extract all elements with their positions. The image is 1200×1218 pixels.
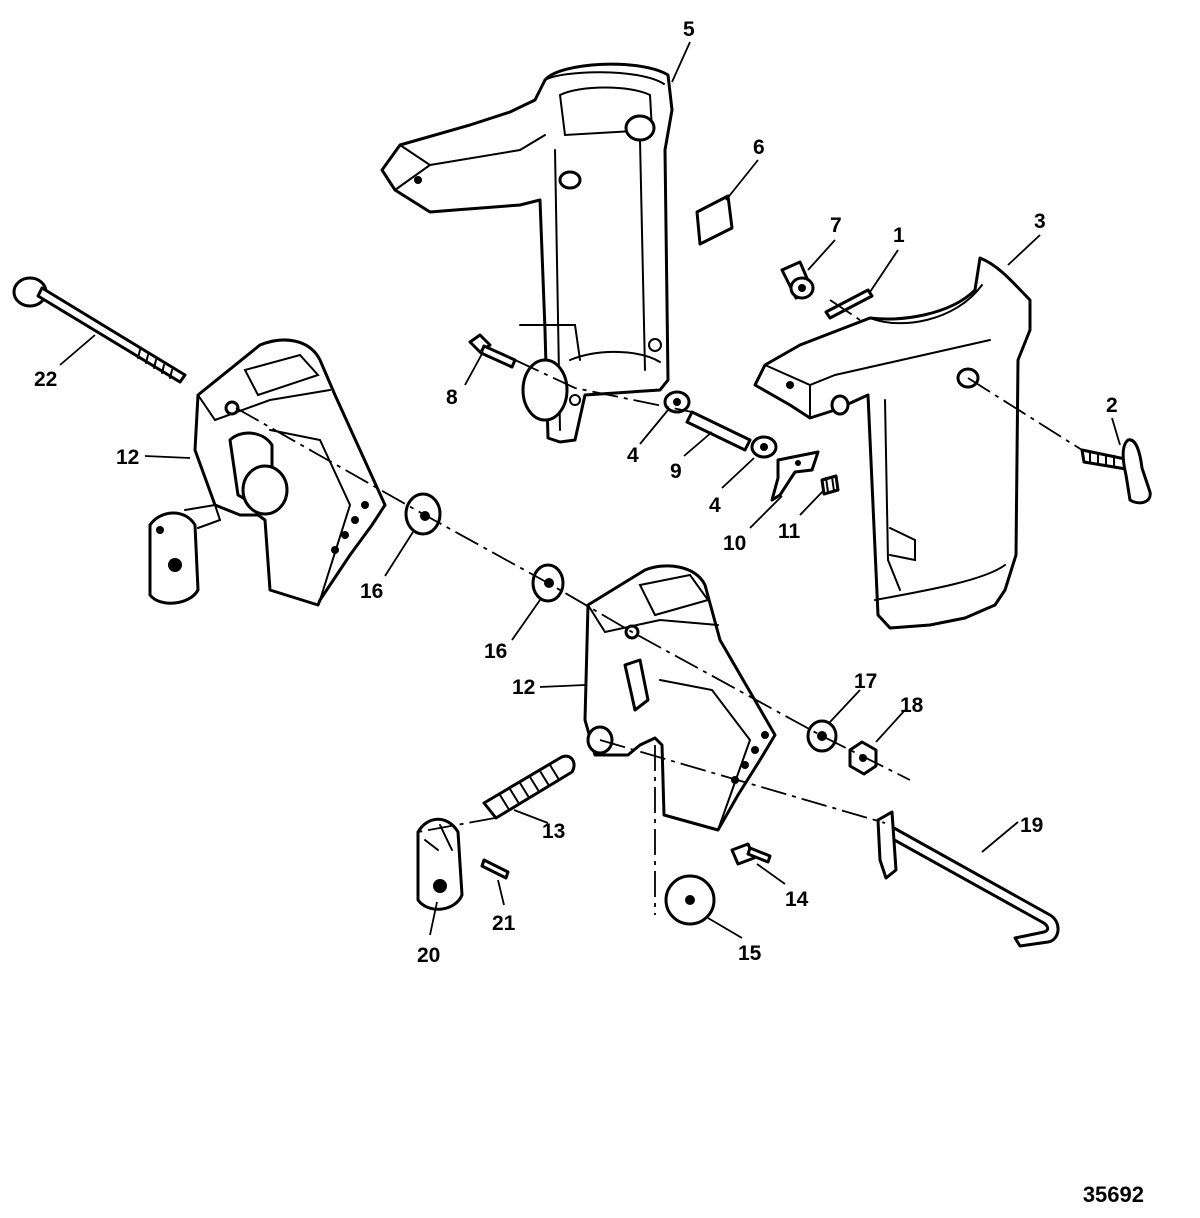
callout-4-lower: 4 [709,494,721,517]
pin-part-9 [685,410,752,452]
callout-12-left: 12 [116,446,139,469]
callout-6: 6 [753,136,765,159]
bolt-part-8 [468,333,517,369]
nut-part-18 [848,740,878,776]
clamp-handle-part-20 [416,817,464,911]
pin-part-21 [480,858,510,880]
callout-9: 9 [670,460,682,483]
callout-17: 17 [854,670,877,693]
swivel-housing-part-3 [753,256,1032,630]
transom-bracket-part-12-left [193,338,387,607]
lock-lever-part-10 [770,450,820,502]
tilt-pin-part-19 [876,810,1060,948]
callout-labels: 5 6 7 1 3 2 8 4 9 4 10 11 22 12 16 16 12… [34,18,1118,967]
clamp-screw-part-22 [12,276,187,384]
swivel-bracket-part-5 [380,62,674,444]
washer-part-17 [806,719,838,753]
bushing-part-7 [780,260,815,300]
spring-part-13 [482,754,576,820]
callout-3: 3 [1034,210,1046,233]
callout-18: 18 [900,694,924,717]
callout-20: 20 [417,944,440,967]
transom-bracket-part-12-right [583,564,777,832]
callout-14: 14 [785,888,809,911]
callout-2: 2 [1106,394,1118,417]
callout-12-right: 12 [512,676,535,699]
clamp-handle-left [148,503,222,605]
callout-19: 19 [1020,814,1043,837]
figure-number: 35692 [1082,1182,1144,1207]
pad-part-15 [664,874,716,926]
callout-16-upper: 16 [360,580,383,603]
thumb-screw-part-2 [1080,438,1152,505]
callout-7: 7 [830,214,842,237]
callout-15: 15 [738,942,762,965]
callout-21: 21 [492,912,516,935]
spring-part-11 [820,474,840,496]
callout-8: 8 [446,386,458,409]
bushing-part-4-lower [750,435,778,459]
callout-4-upper: 4 [627,444,639,467]
callout-10: 10 [723,532,746,555]
callout-11: 11 [778,520,801,543]
callout-16-lower: 16 [484,640,507,663]
bushing-part-4-upper [663,390,691,414]
callout-1: 1 [893,224,905,247]
callout-22: 22 [34,368,57,391]
leader-lines [59,41,1121,939]
pad-part-6 [695,194,734,246]
callout-5: 5 [683,18,695,41]
callout-13: 13 [542,820,565,843]
cotter-pin-part-1 [824,288,874,320]
screw-part-14 [730,842,772,866]
assembly-axes [235,299,1083,915]
